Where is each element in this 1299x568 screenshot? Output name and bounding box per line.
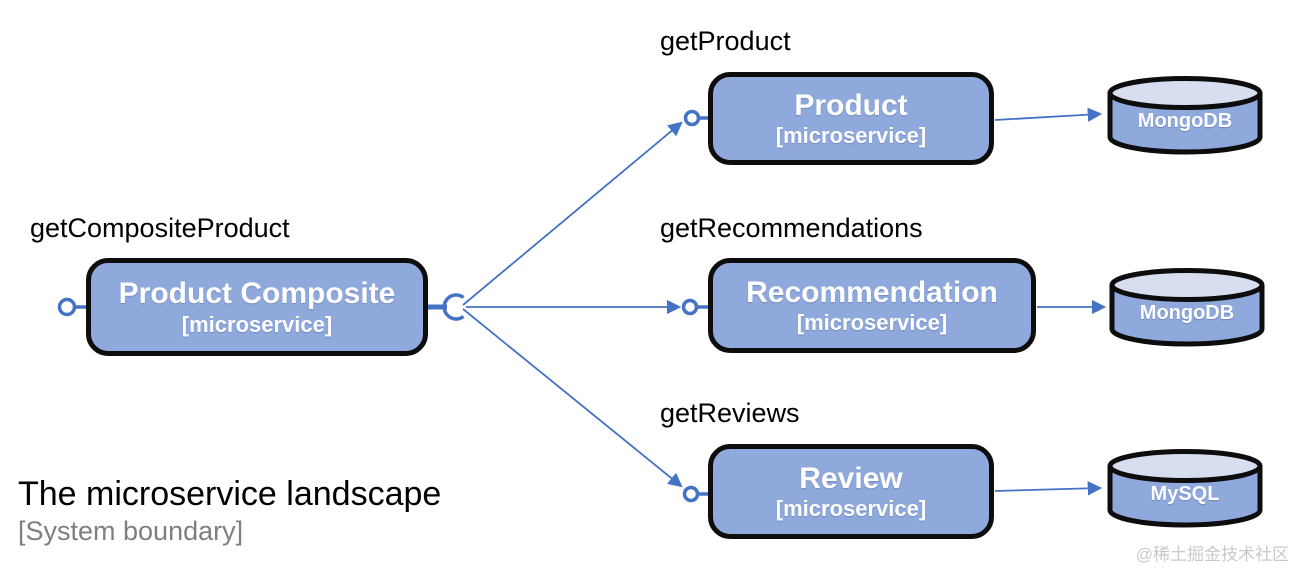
node-recommendation-name: Recommendation (746, 275, 998, 309)
node-product-composite: Product Composite [microservice] (86, 258, 428, 356)
database-cylinder-icon (1107, 449, 1263, 528)
diagram-title: The microservice landscape (18, 475, 442, 513)
node-review-stereotype: [microservice] (775, 496, 927, 522)
watermark: @稀土掘金技术社区 (1135, 545, 1289, 564)
review-lollipop-icon (682, 485, 700, 503)
operation-label-getproduct: getProduct (660, 26, 791, 56)
database-label: MySQL (1150, 483, 1220, 505)
node-recommendation: Recommendation [microservice] (708, 258, 1036, 353)
arrow-product-to-mongodb (994, 107, 1103, 122)
database-label: MongoDB (1139, 302, 1235, 324)
node-product-composite-stereotype: [microservice] (181, 311, 333, 337)
database-mongodb-recommendation: MongoDB (1107, 266, 1267, 350)
node-review-name: Review (799, 461, 903, 495)
node-review: Review [microservice] (708, 444, 994, 539)
arrow-review-to-mysql (994, 481, 1103, 496)
product-lollipop-icon (683, 109, 701, 127)
database-cylinder-icon (1107, 76, 1263, 155)
composite-socket-icon (442, 293, 465, 321)
node-recommendation-stereotype: [microservice] (796, 310, 948, 336)
node-product-name: Product (794, 88, 908, 122)
recommendation-lollipop-icon (681, 298, 699, 316)
operation-label-getcompositeproduct: getCompositeProduct (30, 213, 290, 243)
arrow-to-review (462, 308, 683, 488)
database-cylinder-icon (1109, 268, 1265, 347)
operation-label-getrecommendations: getRecommendations (660, 213, 923, 243)
arrow-to-product (462, 121, 683, 306)
operation-label-getreviews: getReviews (660, 398, 800, 428)
node-product-stereotype: [microservice] (775, 123, 927, 149)
composite-lollipop-icon (57, 297, 77, 317)
diagram-title-block: The microservice landscape [System bound… (18, 474, 441, 547)
database-mongodb-product: MongoDB (1105, 74, 1265, 158)
system-boundary-label: [System boundary] (18, 515, 244, 546)
node-product-composite-name: Product Composite (118, 277, 396, 311)
node-product: Product [microservice] (708, 72, 994, 165)
database-mysql-review: MySQL (1105, 447, 1265, 531)
database-label: MongoDB (1137, 110, 1233, 132)
